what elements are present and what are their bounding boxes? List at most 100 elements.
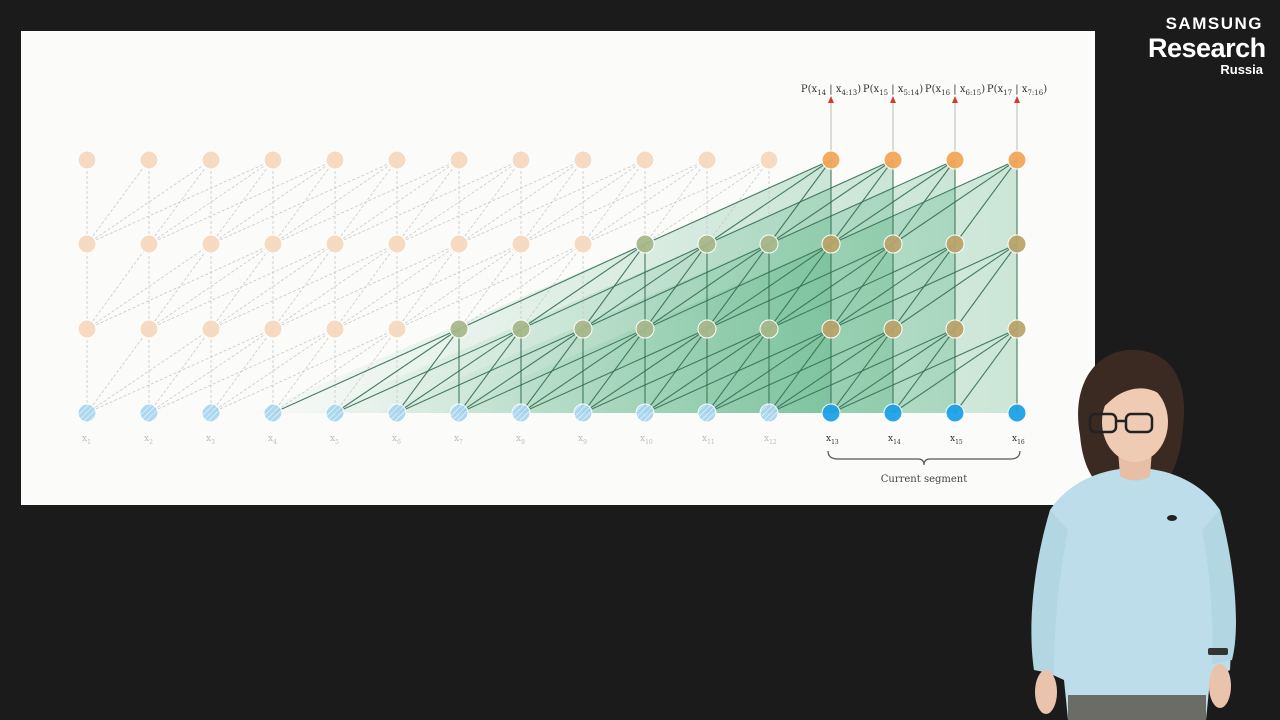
active-edge [954, 243, 1018, 330]
output-node [387, 150, 407, 170]
faded-edge [86, 159, 150, 245]
active-edge [458, 328, 584, 414]
presenter-left-arm [1031, 510, 1068, 674]
presenter-right-arm [1202, 510, 1236, 664]
active-edge [706, 243, 832, 330]
presenter-left-hand [1035, 670, 1057, 714]
faded-edge [86, 243, 150, 330]
active-edge [768, 328, 956, 414]
arrow-up-icon [828, 96, 834, 103]
hidden-node [449, 234, 469, 254]
hidden-node [573, 234, 593, 254]
input-node [511, 403, 531, 423]
active-edge [706, 243, 894, 330]
hidden-node [263, 234, 283, 254]
faded-edge [396, 159, 584, 245]
faded-edge [334, 159, 522, 245]
input-label: x7 [454, 434, 463, 446]
faded-edge [210, 328, 398, 414]
output-node [511, 150, 531, 170]
hidden-node [759, 319, 779, 339]
output-labels: P(x14 | x4:13)P(x15 | x5:14)P(x16 | x6:1… [801, 84, 1047, 97]
sweater-logo-icon [1167, 515, 1177, 521]
input-node [1007, 403, 1027, 423]
output-node [449, 150, 469, 170]
hidden-node [201, 234, 221, 254]
hidden-node [77, 319, 97, 339]
faded-edge [86, 243, 274, 330]
active-edge [396, 328, 522, 414]
active-edge [582, 243, 708, 330]
input-node [77, 403, 97, 423]
active-edge [768, 159, 956, 245]
active-edge [520, 328, 708, 414]
hidden-node [77, 234, 97, 254]
output-node [263, 150, 283, 170]
input-node [263, 403, 283, 423]
active-edge [830, 328, 956, 414]
faded-edge [396, 243, 584, 330]
input-node [821, 403, 841, 423]
logo-region: Russia [1220, 62, 1263, 77]
output-node [1007, 150, 1027, 170]
active-edge [334, 328, 460, 414]
faded-edge [86, 243, 212, 330]
input-label: x1 [82, 434, 91, 446]
faded-edge [86, 159, 274, 245]
output-node [325, 150, 345, 170]
active-edge [644, 328, 832, 414]
input-node [945, 403, 965, 423]
output-node [883, 150, 903, 170]
hidden-node [263, 319, 283, 339]
faded-edge [86, 328, 150, 414]
faded-edge [272, 243, 460, 330]
faded-edge [210, 159, 398, 245]
hidden-node [945, 319, 965, 339]
active-edge [830, 159, 1018, 245]
input-node [759, 403, 779, 423]
input-label: x5 [330, 434, 339, 446]
faded-edge [86, 328, 274, 414]
arrow-up-icon [890, 96, 896, 103]
active-edge [892, 243, 1018, 330]
hidden-node [139, 234, 159, 254]
faded-edge [334, 243, 522, 330]
nodes [77, 150, 1027, 423]
attention-cone-4 [440, 160, 1017, 413]
presenter-hair-front [1098, 364, 1170, 410]
hidden-node [325, 319, 345, 339]
active-edge [396, 328, 584, 414]
input-label: x8 [516, 434, 525, 446]
active-edge [954, 159, 1018, 245]
input-label: x16 [1012, 434, 1025, 446]
current-segment-label: Current segment [881, 474, 968, 485]
hidden-node [635, 319, 655, 339]
hidden-node [945, 234, 965, 254]
output-probability-label: P(x14 | x4:13) [801, 84, 861, 97]
faded-edge [148, 159, 336, 245]
faded-edge [520, 159, 708, 245]
hidden-node [449, 319, 469, 339]
active-edge [644, 159, 832, 245]
faded-edge [210, 243, 398, 330]
active-edge [272, 328, 460, 414]
faded-edge [210, 243, 336, 330]
hidden-node [511, 319, 531, 339]
hidden-node [1007, 234, 1027, 254]
active-edge [830, 243, 1018, 330]
active-edge [768, 328, 894, 414]
hidden-node [325, 234, 345, 254]
input-label: x10 [640, 434, 653, 446]
hidden-node [201, 319, 221, 339]
logo-product: Research [1148, 33, 1266, 63]
output-probability-label: P(x17 | x7:16) [987, 84, 1047, 97]
active-edge [458, 328, 646, 414]
presenter-right-hand [1209, 664, 1231, 708]
input-node [325, 403, 345, 423]
input-label: x15 [950, 434, 963, 446]
active-edge [644, 328, 770, 414]
presenter-figure [1031, 349, 1236, 720]
output-node [945, 150, 965, 170]
active-edge [830, 243, 956, 330]
active-edge [520, 243, 646, 330]
